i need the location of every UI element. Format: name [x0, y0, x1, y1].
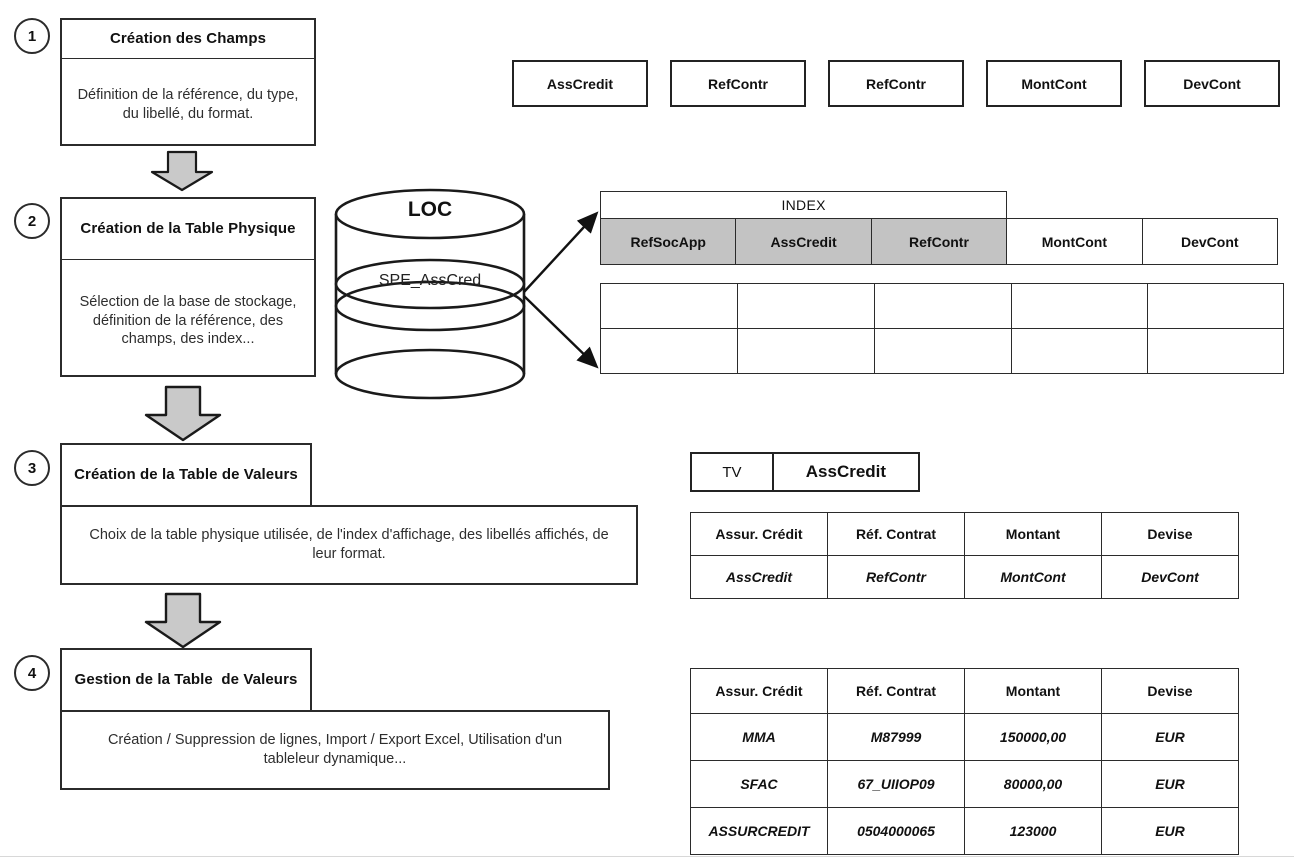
- value-table-definition: Assur. Crédit Réf. Contrat Montant Devis…: [690, 512, 1239, 599]
- table-header-row: Assur. Crédit Réf. Contrat Montant Devis…: [690, 512, 1239, 556]
- step-3-description: Choix de la table physique utilisée, de …: [89, 527, 609, 562]
- empty-cell: [600, 328, 738, 374]
- step-2-title: Création de la Table Physique: [62, 199, 314, 260]
- step-4-desc-box: Création / Suppression de lignes, Import…: [60, 710, 610, 790]
- col-devise: Devise: [1101, 668, 1239, 714]
- index-spacer-2: [1142, 192, 1277, 219]
- cell-devise: DevCont: [1101, 555, 1239, 599]
- col-ref-contrat: Réf. Contrat: [827, 512, 965, 556]
- empty-cell: [874, 283, 1012, 329]
- value-table-name-label: AssCredit: [771, 454, 918, 490]
- cell-devise: EUR: [1101, 807, 1239, 855]
- empty-cell: [1011, 283, 1148, 329]
- arrow-step2-to-step3: [142, 385, 226, 443]
- step-3-title: Création de la Table de Valeurs: [74, 465, 298, 483]
- col-montant: Montant: [964, 668, 1102, 714]
- value-table-type-label: TV: [722, 463, 742, 481]
- physical-col-montcont: MontCont: [1006, 218, 1143, 265]
- value-table-data: Assur. Crédit Réf. Contrat Montant Devis…: [690, 668, 1239, 855]
- field-chip-asscredit: AssCredit: [512, 60, 648, 107]
- step-2-number: 2: [14, 203, 50, 239]
- empty-cell: [737, 328, 875, 374]
- table-row: AssCredit RefContr MontCont DevCont: [690, 555, 1239, 599]
- step-2-box: Création de la Table Physique Sélection …: [60, 197, 316, 377]
- col-assur-credit: Assur. Crédit: [690, 668, 828, 714]
- value-table-header-box: TV AssCredit: [690, 452, 920, 492]
- cell-montant: 150000,00: [964, 713, 1102, 761]
- footer-divider: [0, 856, 1294, 857]
- cell-assur-credit: SFAC: [690, 760, 828, 808]
- database-name-label: LOC: [407, 198, 453, 221]
- col-ref-contrat: Réf. Contrat: [827, 668, 965, 714]
- step-4-title: Gestion de la Table de Valeurs: [74, 670, 298, 688]
- cell-ref-contrat: M87999: [827, 713, 965, 761]
- arrow-step1-to-step2: [148, 150, 216, 192]
- step-3-title-box: Création de la Table de Valeurs: [60, 443, 312, 505]
- cell-assur-credit: MMA: [690, 713, 828, 761]
- field-chip-refcontr-1: RefContr: [670, 60, 806, 107]
- physical-table-empty-rows: [600, 283, 1284, 374]
- field-chip-refcontr-2: RefContr: [828, 60, 964, 107]
- cell-ref-contrat: 67_UIIOP09: [827, 760, 965, 808]
- col-devise: Devise: [1101, 512, 1239, 556]
- arrow-step3-to-step4: [142, 592, 226, 650]
- physical-col-refcontr: RefContr: [870, 218, 1008, 265]
- physical-table-columns: INDEX RefSocApp AssCredit RefContr MontC…: [599, 191, 1279, 265]
- table-row: ASSURCREDIT 0504000065 123000 EUR: [690, 807, 1239, 855]
- index-caption: INDEX: [599, 191, 1008, 219]
- cell-assur-credit: AssCredit: [690, 555, 828, 599]
- index-spacer-1: [1007, 192, 1142, 219]
- cell-devise: EUR: [1101, 760, 1239, 808]
- physical-table-header-row: RefSocApp AssCredit RefContr MontCont De…: [599, 218, 1279, 265]
- cell-ref-contrat: 0504000065: [827, 807, 965, 855]
- cell-montant: 80000,00: [964, 760, 1102, 808]
- table-row: SFAC 67_UIIOP09 80000,00 EUR: [690, 760, 1239, 808]
- step-4-title-box: Gestion de la Table de Valeurs: [60, 648, 312, 710]
- empty-cell: [737, 283, 875, 329]
- cell-montant: 123000: [964, 807, 1102, 855]
- empty-cell: [1147, 328, 1284, 374]
- cell-montant: MontCont: [964, 555, 1102, 599]
- empty-cell: [600, 283, 738, 329]
- value-data-table: Assur. Crédit Réf. Contrat Montant Devis…: [690, 668, 1239, 855]
- table-row: MMA M87999 150000,00 EUR: [690, 713, 1239, 761]
- value-definition-table: Assur. Crédit Réf. Contrat Montant Devis…: [690, 512, 1239, 599]
- step-1-box: Création des Champs Définition de la réf…: [60, 18, 316, 146]
- cell-assur-credit: ASSURCREDIT: [690, 807, 828, 855]
- physical-col-asscredit: AssCredit: [735, 218, 872, 265]
- physical-col-refsocapp: RefSocApp: [599, 218, 737, 265]
- step-1-title: Création des Champs: [62, 20, 314, 59]
- step-3-desc-box: Choix de la table physique utilisée, de …: [60, 505, 638, 585]
- col-montant: Montant: [964, 512, 1102, 556]
- field-chip-devcont: DevCont: [1144, 60, 1280, 107]
- arrow-db-to-index: [520, 200, 620, 380]
- table-row: [600, 328, 1284, 374]
- step-4-number: 4: [14, 655, 50, 691]
- step-1-description: Définition de la référence, du type, du …: [77, 87, 299, 122]
- cell-ref-contrat: RefContr: [827, 555, 965, 599]
- database-table-label: SPE_AssCred: [378, 272, 482, 289]
- physical-table-index-row: INDEX: [599, 191, 1278, 219]
- database-cylinder: LOC SPE_AssCred: [330, 188, 530, 400]
- physical-col-devcont: DevCont: [1141, 218, 1279, 265]
- step-2-description: Sélection de la base de stockage, défini…: [79, 293, 297, 348]
- empty-cell: [1011, 328, 1148, 374]
- table-row: [600, 283, 1284, 329]
- physical-table: INDEX RefSocApp AssCredit RefContr MontC…: [599, 191, 1279, 265]
- empty-cell: [874, 328, 1012, 374]
- physical-table-rows: [600, 283, 1284, 374]
- step-1-number: 1: [14, 18, 50, 54]
- col-assur-credit: Assur. Crédit: [690, 512, 828, 556]
- empty-cell: [1147, 283, 1284, 329]
- table-header-row: Assur. Crédit Réf. Contrat Montant Devis…: [690, 668, 1239, 714]
- field-chip-montcont: MontCont: [986, 60, 1122, 107]
- step-3-number: 3: [14, 450, 50, 486]
- step-4-description: Création / Suppression de lignes, Import…: [107, 732, 563, 767]
- cell-devise: EUR: [1101, 713, 1239, 761]
